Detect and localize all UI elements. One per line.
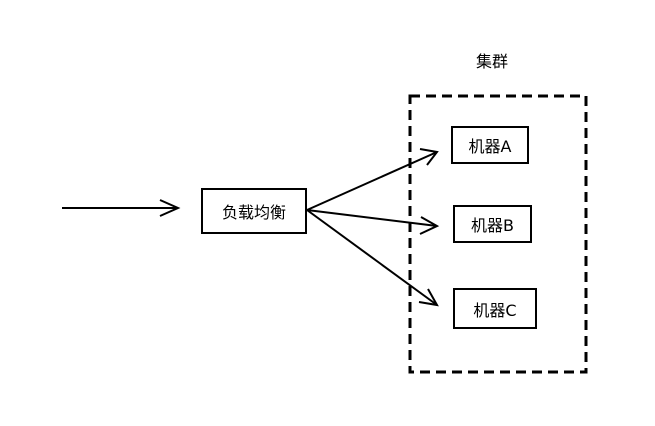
machine-b-box: 机器B xyxy=(453,205,532,243)
machine-a-label: 机器A xyxy=(468,137,512,156)
machine-c-label: 机器C xyxy=(473,300,517,320)
arrow-to-machine-b xyxy=(306,209,440,235)
machine-a-box: 机器A xyxy=(451,126,529,164)
incoming-arrow xyxy=(62,199,181,217)
machine-b-label: 机器B xyxy=(471,216,514,235)
arrow-to-machine-a xyxy=(306,148,439,211)
load-balancer-label: 负载均衡 xyxy=(221,203,286,222)
arrow-to-machine-c xyxy=(306,209,439,307)
cluster-boundary xyxy=(408,94,588,374)
machine-c-box: 机器C xyxy=(453,288,537,329)
load-balancer-box: 负载均衡 xyxy=(201,188,307,234)
cluster-label: 集群 xyxy=(475,52,508,71)
